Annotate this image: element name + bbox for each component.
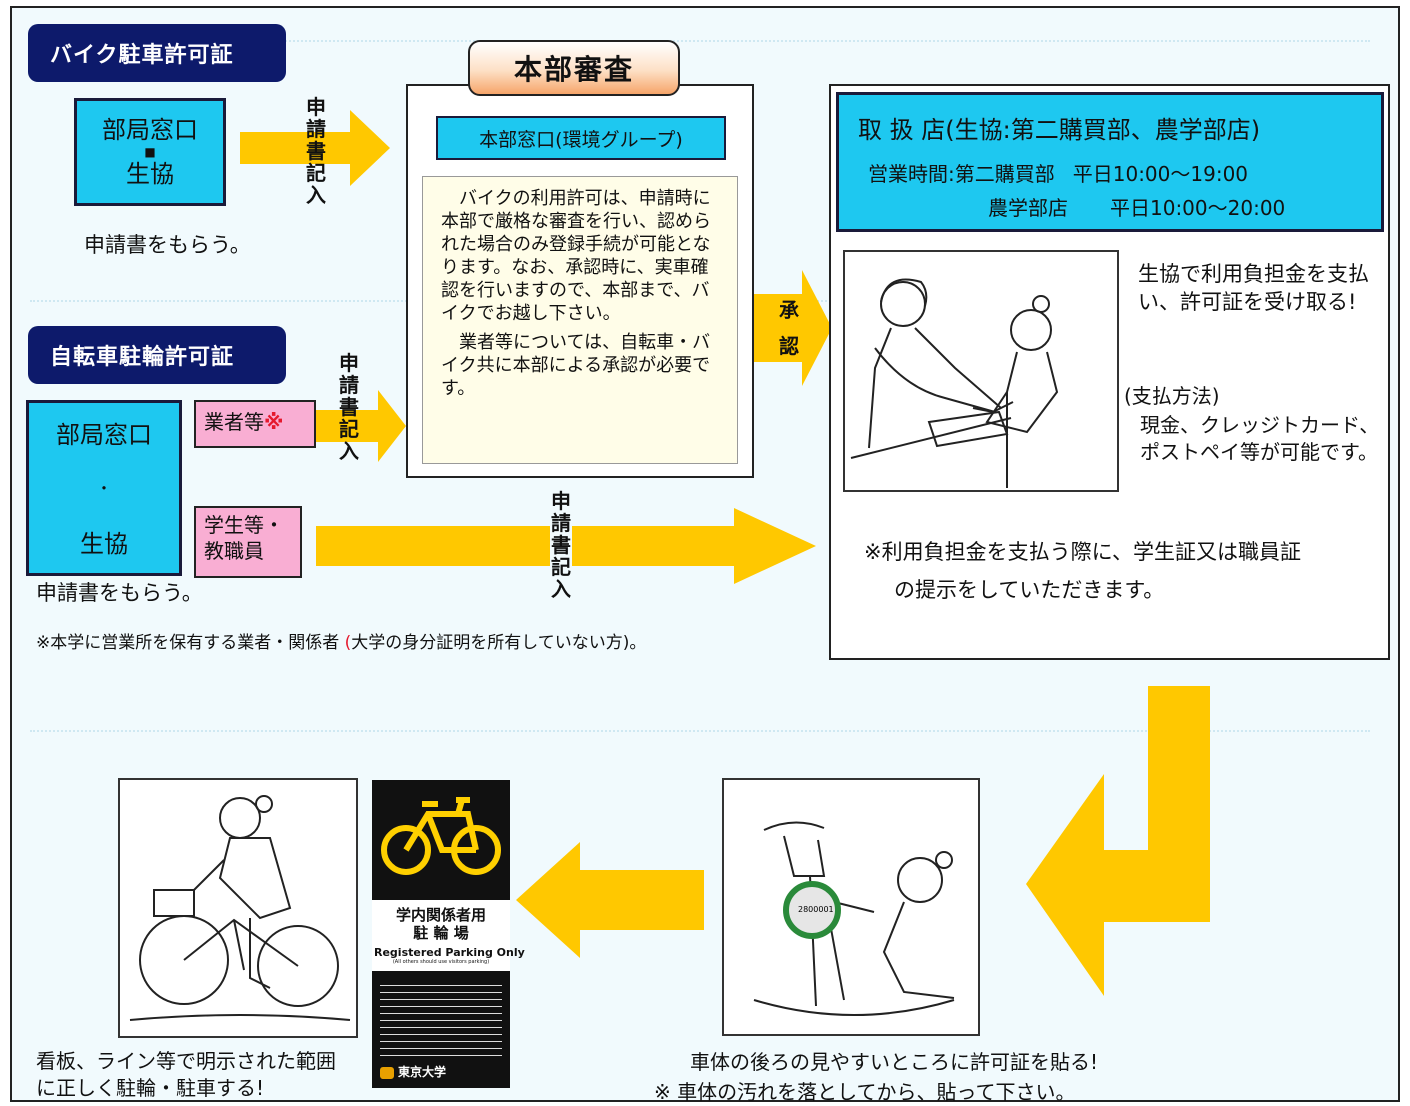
box-dot: ・: [95, 479, 112, 498]
ut-logo-icon: [380, 1066, 394, 1079]
sticker-number: 2800001: [798, 905, 834, 914]
arrow-right: [316, 390, 408, 462]
arrow-label: 申請書記入: [306, 95, 326, 207]
box-line: 生協: [80, 530, 128, 558]
method-text: 現金、クレッジトカード、ポストペイ等が可能です。: [1140, 413, 1380, 464]
box-dot: ■: [144, 145, 156, 159]
box-line: 部局窓口: [102, 116, 198, 144]
hq-title: 本部審査: [468, 40, 680, 96]
bicycle-caption: 申請書をもらう。: [36, 581, 203, 605]
sign-title-2: 駐 輪 場: [413, 924, 469, 942]
store-name: 第二購買部: [954, 162, 1055, 186]
bicycle-icon: [381, 797, 501, 875]
hours-label: 営業時間:: [868, 162, 955, 186]
footnote: ※本学に営業所を保有する業者・関係者 (大学の身分証明を所有していない方)。: [36, 628, 646, 653]
arrow-right: [754, 270, 834, 386]
pay-text: 生協で利用負担金を支払い、許可証を受け取る!: [1138, 262, 1369, 314]
hq-para2: 業者等については、自転車・バイク共に本部による承認が必要です。: [441, 332, 711, 399]
bg-line: [30, 40, 1370, 42]
bike-permit-title: バイク駐車許可証: [28, 24, 286, 82]
park-caption: 看板、ライン等で明示された範囲 に正しく駐輪・駐車する!: [36, 1048, 336, 1102]
hq-window: 本部窓口(環境グループ): [436, 116, 726, 160]
arrow-turn-left: [1026, 686, 1212, 998]
arrow-right: [240, 110, 392, 186]
arrow-left: [516, 842, 706, 958]
shop-note-2: の提示をしていただきます。: [894, 578, 1165, 602]
sign-en: Registered Parking Only: [374, 946, 525, 959]
store-name: 農学部店: [988, 196, 1068, 220]
bike-caption: 申請書をもらう。: [84, 233, 251, 257]
method-title: (支払方法): [1124, 384, 1220, 408]
sign-title-1: 学内関係者用: [395, 906, 486, 924]
park-caption-line: 看板、ライン等で明示された範囲: [36, 1049, 336, 1073]
student-box: 学生等・教職員: [194, 506, 302, 578]
hq-para1: バイクの利用許可は、申請時に本部で厳格な審査を行い、認められた場合のみ登録手続が…: [441, 188, 711, 324]
sticker-note: ※ 車体の汚れを落としてから、貼って下さい。: [654, 1080, 1076, 1104]
shop-header: [836, 92, 1384, 232]
sign-en-sub: (All others should use visitors parking): [392, 959, 490, 965]
shop-title: 取 扱 店(生協:第二購買部、農学部店): [858, 116, 1261, 144]
shop-hours-2: 農学部店 平日10:00〜20:00: [988, 192, 1285, 221]
sign-logo: 東京大学: [372, 1059, 510, 1084]
arrow-label: 申請書記入: [339, 351, 359, 463]
box-line: 生協: [126, 160, 174, 188]
box-line: 部局窓口: [56, 421, 152, 449]
approve-label: 承認: [779, 298, 799, 358]
bike-window-box: 部局窓口 ■ 生協: [74, 98, 226, 206]
sign-rules: [380, 979, 502, 1059]
park-caption-line: に正しく駐輪・駐車する!: [36, 1076, 265, 1100]
footnote-text: ※本学に営業所を保有する業者・関係者: [36, 633, 345, 653]
store-hours: 平日10:00〜19:00: [1072, 162, 1249, 186]
footnote-paren: (: [344, 633, 352, 653]
counter-illustration: [843, 250, 1119, 492]
logo-text: 東京大学: [398, 1065, 447, 1079]
arrow-label: 申請書記入: [550, 489, 572, 601]
vendor-box: 業者等※: [194, 400, 316, 448]
bicycle-window-box: 部局窓口 ・ 生協: [26, 400, 182, 576]
hq-note: バイクの利用許可は、申請時に本部で厳格な審査を行い、認められた場合のみ登録手続が…: [422, 176, 738, 464]
parking-sign: 学内関係者用 駐 輪 場 Registered Parking Only (Al…: [372, 780, 525, 1088]
store-hours: 平日10:00〜20:00: [1110, 196, 1286, 220]
shop-hours-1: 営業時間:第二購買部平日10:00〜19:00: [868, 158, 1248, 187]
bicycle-permit-title: 自転車駐輪許可証: [28, 326, 286, 384]
sticker-caption: 車体の後ろの見やすいところに許可証を貼る!: [690, 1050, 1099, 1074]
vendor-label: 業者等: [204, 410, 264, 434]
shop-note-1: ※利用負担金を支払う際に、学生証又は職員証: [864, 540, 1301, 564]
sticker-illustration: 2800001: [722, 778, 980, 1036]
sign-panel: 学内関係者用 駐 輪 場 Registered Parking Only (Al…: [372, 900, 525, 971]
footnote-text: 大学の身分証明を所有していない方)。: [351, 633, 647, 653]
vendor-mark: ※: [264, 410, 284, 434]
riding-illustration: [118, 778, 358, 1038]
bg-line: [30, 730, 1370, 732]
